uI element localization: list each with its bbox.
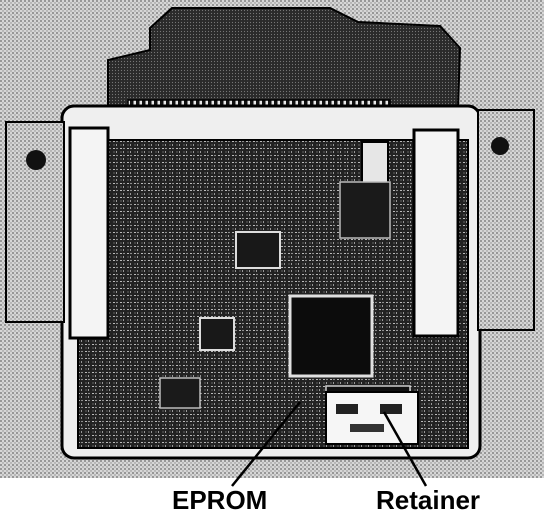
eprom-label: EPROM [172,485,268,515]
component-block [235,231,281,269]
right-mounting-hole [491,137,509,155]
retainer-leader-line [382,411,428,487]
harness-connector [107,7,462,111]
right-guide-rail [412,128,460,338]
retainer-slot [380,404,402,414]
retainer-label: Retainer [376,485,481,515]
component-block [199,317,235,351]
left-guide-rail [68,126,110,340]
processor-chip [288,294,374,378]
retainer-slot [350,424,384,432]
retainer-clip [325,391,419,445]
left-mounting-hole [26,150,46,170]
right-clip [361,141,389,189]
eprom-leader-line [231,401,301,487]
component-block [159,377,201,409]
component-block [339,181,391,239]
left-mounting-tab [5,121,65,323]
retainer-slot [336,404,358,414]
